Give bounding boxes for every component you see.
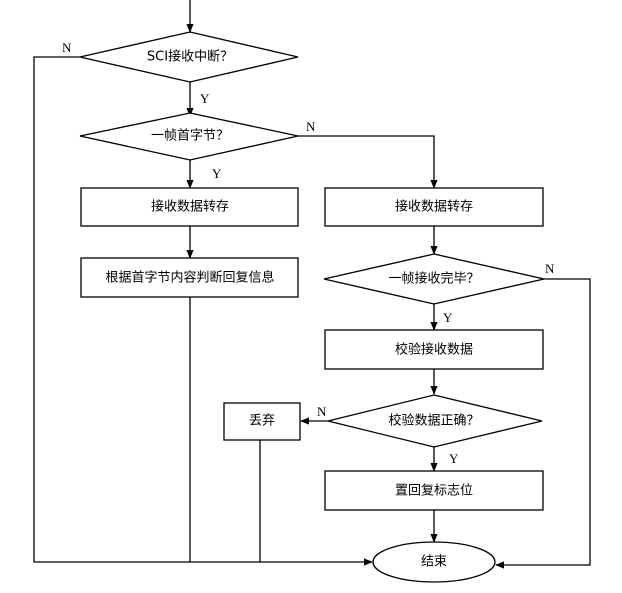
- process-judge-reply: 根据首字节内容判断回复信息: [80, 257, 299, 298]
- decision-frame-done: 一帧接收完毕？: [323, 253, 545, 305]
- label-first-no: N: [306, 119, 316, 134]
- edge-first-no: [298, 135, 438, 189]
- edge-sci-no: [33, 56, 373, 566]
- label-frame-no: N: [545, 261, 555, 276]
- decision-sci-interrupt: SCI接收中断？: [79, 31, 299, 83]
- label-first-yes: Y: [212, 166, 222, 181]
- process-store-left: 接收数据转存: [80, 187, 299, 227]
- process-discard-label: 丢弃: [249, 414, 275, 429]
- process-verify: 校验接收数据: [324, 329, 544, 370]
- terminal-end: 结束: [372, 541, 496, 583]
- process-store-right-label: 接收数据转存: [395, 199, 473, 215]
- decision-verify-ok: 校验数据正确？: [327, 394, 543, 448]
- label-verify-yes: Y: [449, 451, 459, 466]
- process-discard: 丢弃: [223, 402, 301, 441]
- decision-verify-ok-label: 校验数据正确？: [388, 413, 479, 429]
- decision-first-byte-label: 一帧首字节？: [151, 129, 229, 144]
- process-store-left-label: 接收数据转存: [151, 199, 229, 215]
- label-sci-no: N: [62, 40, 72, 55]
- decision-frame-done-label: 一帧接收完毕？: [388, 271, 479, 287]
- process-judge-reply-label: 根据首字节内容判断回复信息: [105, 270, 274, 286]
- label-verify-no: N: [317, 404, 327, 419]
- process-set-flag-label: 置回复标志位: [395, 484, 473, 499]
- terminal-end-label: 结束: [421, 555, 447, 570]
- edge-frame-no: [495, 278, 591, 569]
- label-frame-yes: Y: [443, 310, 453, 325]
- decision-sci-interrupt-label: SCI接收中断？: [147, 49, 233, 65]
- label-sci-yes: Y: [200, 91, 210, 106]
- process-verify-label: 校验接收数据: [395, 342, 473, 358]
- process-store-right: 接收数据转存: [324, 187, 544, 227]
- process-set-flag: 置回复标志位: [324, 470, 544, 511]
- decision-first-byte: 一帧首字节？: [79, 112, 299, 161]
